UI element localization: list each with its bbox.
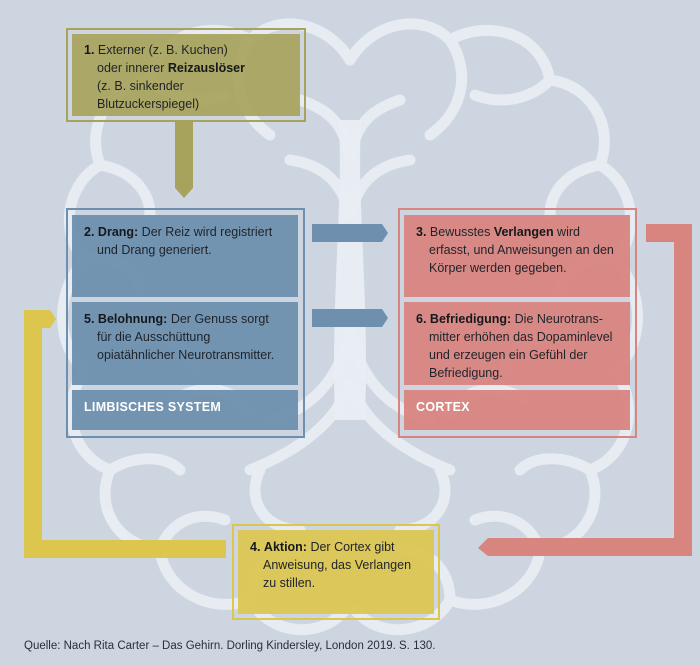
cortex-label: CORTEX [416,400,470,414]
befriedigung-text: 6. Befriedigung: Die Neurotrans-mitter e… [416,312,613,380]
arrow-drang-to-verlangen [312,224,388,242]
arrow-aktion-to-belohnung [24,310,226,558]
trigger-line-3: (z. B. sinkender Blutzuckerspiegel) [97,79,200,111]
verlangen-box: 3. Bewusstes Verlangen wird erfasst, und… [404,215,630,297]
trigger-frame [66,28,306,122]
arrow-trigger-to-drang [175,122,193,198]
arrow-cortex-to-aktion [478,224,692,556]
cortex-label-box: CORTEX [404,390,630,430]
arrow-belohnung-to-befriedigung [312,309,388,327]
aktion-box: 4. Aktion: Der Cortex gibt Anweisung, da… [238,530,434,614]
trigger-box: 1. Externer (z. B. Kuchen) oder innerer … [72,34,300,116]
limbic-system-label: LIMBISCHES SYSTEM [84,400,222,414]
source-citation: Quelle: Nach Rita Carter – Das Gehirn. D… [24,640,436,652]
verlangen-text: 3. Bewusstes Verlangen wird erfasst, und… [416,225,614,275]
trigger-line-1: 1. Externer (z. B. Kuchen) [84,43,228,57]
drang-box: 2. Drang: Der Reiz wird registriert und … [72,215,298,297]
limbic-system-frame [66,208,305,438]
cortex-frame [398,208,637,438]
aktion-text: 4. Aktion: Der Cortex gibt Anweisung, da… [250,540,412,590]
limbic-label-box: LIMBISCHES SYSTEM [72,390,298,430]
trigger-line-2: oder innerer Reizauslöser [97,61,245,75]
drang-text: 2. Drang: Der Reiz wird registriert und … [84,225,273,257]
aktion-frame [232,524,440,620]
befriedigung-box: 6. Befriedigung: Die Neurotrans-mitter e… [404,302,630,385]
belohnung-box: 5. Belohnung: Der Genuss sorgt für die A… [72,302,298,385]
belohnung-text: 5. Belohnung: Der Genuss sorgt für die A… [84,312,275,362]
